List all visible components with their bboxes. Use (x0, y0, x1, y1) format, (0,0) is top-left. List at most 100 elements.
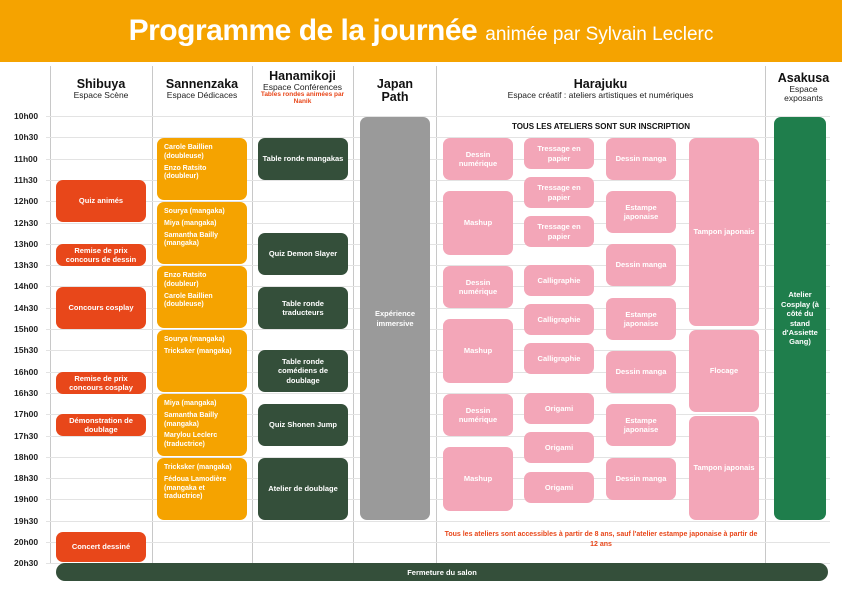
time-gridline (46, 329, 830, 330)
time-gridline (46, 371, 830, 373)
event-block: Remise de prix concours de dessin (56, 244, 146, 266)
conference-block: Table ronde mangakas (258, 138, 348, 180)
workshop-block: Tressage en papier (524, 138, 594, 169)
inscription-notice: TOUS LES ATELIERS SONT SUR INSCRIPTION (511, 122, 691, 131)
workshop-block: Dessin manga (606, 458, 676, 500)
conference-block: Quiz Demon Slayer (258, 233, 348, 275)
workshop-block: Dessin numérique (443, 394, 513, 436)
event-block: Concours cosplay (56, 287, 146, 329)
time-gridline (46, 456, 830, 458)
column-name: Hanamikoji (269, 69, 336, 83)
time-gridline (46, 179, 830, 181)
column-divider (353, 66, 354, 564)
signing-guest: Enzo Ratsito (doubleur) (164, 272, 207, 288)
signing-guest: Sourya (mangaka) (164, 208, 225, 215)
time-label: 16h00 (14, 366, 39, 377)
time-gridline (46, 435, 830, 437)
column-header-hanamikoji: Hanamikoji Espace Conférences Tables ron… (252, 69, 353, 106)
workshop-block: Mashup (443, 191, 513, 255)
time-label: 16h30 (14, 387, 39, 398)
time-gridline (46, 478, 830, 480)
workshop-block: Tressage en papier (524, 216, 594, 247)
event-block: Quiz animés (56, 180, 146, 222)
workshop-block: Estampe japonaise (606, 298, 676, 340)
workshop-block: Origami (524, 393, 594, 424)
workshop-block: Calligraphie (524, 304, 594, 335)
time-label: 18h00 (14, 451, 39, 462)
workshop-block: Origami (524, 472, 594, 503)
column-header-harajuku: Harajuku Espace créatif : ateliers artis… (436, 77, 765, 101)
time-gridline (46, 307, 830, 309)
column-divider (436, 66, 437, 564)
signing-guest: Samantha Bailly (mangaka) (164, 231, 219, 248)
time-label: 10h00 (14, 111, 39, 121)
column-divider (252, 66, 253, 564)
column-header-sannenzaka: Sannenzaka Espace Dédicaces (152, 77, 252, 101)
time-gridline (46, 116, 830, 117)
workshop-block: Dessin manga (606, 351, 676, 393)
time-label: 13h00 (14, 238, 39, 249)
time-gridline (46, 542, 830, 543)
time-gridline (46, 414, 830, 416)
time-gridline (46, 243, 830, 245)
time-gridline (46, 158, 830, 160)
signing-guest: Samantha Bailly (mangaka) (164, 411, 219, 428)
column-header-asakusa: Asakusa Espace exposants (765, 71, 842, 103)
immersive-experience-block: Expérience immersive (360, 117, 430, 520)
time-label: 15h30 (14, 345, 39, 356)
column-subtitle: Espace Scène (73, 90, 129, 101)
time-label: 14h00 (14, 281, 39, 292)
age-notice: Tous les ateliers sont accessibles à par… (444, 531, 758, 548)
time-gridline (46, 499, 830, 501)
signing-guest: Carole Baillien (doubleuse) (164, 292, 213, 309)
column-note: Tables rondes animées par Nanik (260, 91, 345, 105)
signing-session: Miya (mangaka) Samantha Bailly (mangaka)… (157, 394, 247, 456)
signing-session: Tricksker (mangaka) Fédoua Lamodière (ma… (157, 458, 247, 520)
signing-guest: Tricksker (mangaka) (164, 464, 232, 471)
closing-bar: Fermeture du salon (56, 563, 828, 581)
page-subtitle: animée par Sylvain Leclerc (485, 24, 714, 45)
workshop-block: Tressage en papier (524, 177, 594, 208)
conference-block: Table ronde comédiens de doublage (258, 350, 348, 392)
column-name: Asakusa (777, 71, 830, 85)
column-divider (765, 66, 766, 564)
workshop-block: Flocage (689, 330, 759, 412)
column-subtitle: Espace créatif : ateliers artistiques et… (507, 90, 694, 101)
time-gridline (46, 265, 830, 267)
conference-block: Atelier de doublage (258, 458, 348, 520)
time-label: 19h30 (14, 515, 39, 526)
time-gridline (46, 137, 830, 139)
workshop-block: Tampon japonais (689, 416, 759, 520)
workshop-block: Mashup (443, 319, 513, 383)
column-header-japan-path: Japan Path (372, 77, 418, 105)
time-label: 17h30 (14, 430, 39, 441)
time-label: 12h30 (14, 217, 39, 228)
time-gridline (46, 392, 830, 394)
time-label: 20h00 (14, 537, 39, 547)
column-subtitle: Espace Conférences (263, 82, 342, 93)
event-block: Démonstration de doublage (56, 414, 146, 436)
conference-block: Quiz Shonen Jump (258, 404, 348, 446)
column-header-shibuya: Shibuya Espace Scène (50, 77, 152, 101)
signing-session: Carole Baillien (doubleuse) Enzo Ratsito… (157, 138, 247, 200)
column-name: Sannenzaka (165, 77, 239, 91)
time-label: 14h30 (14, 302, 39, 313)
time-gridline (46, 201, 830, 203)
workshop-block: Dessin numérique (443, 266, 513, 308)
workshop-block: Dessin manga (606, 138, 676, 180)
event-block: Concert dessiné (56, 532, 146, 562)
workshop-block: Dessin numérique (443, 138, 513, 180)
time-label: 11h30 (14, 174, 38, 185)
signing-guest: Miya (mangaka) (164, 219, 217, 227)
title-banner: Programme de la journée animée par Sylva… (0, 0, 842, 62)
signing-session: Sourya (mangaka) Miya (mangaka) Samantha… (157, 202, 247, 264)
time-label: 10h30 (14, 132, 39, 143)
column-subtitle: Espace Dédicaces (166, 90, 238, 101)
signing-guest: Sourya (mangaka) (164, 336, 225, 343)
time-label: 11h00 (14, 153, 38, 164)
signing-guest: Carole Baillien (doubleuse) (164, 144, 213, 160)
signing-guest: Fédoua Lamodière (mangaka et traductrice… (164, 475, 227, 501)
column-name: Japan Path (376, 77, 414, 105)
signing-guest: Miya (mangaka) (164, 400, 217, 407)
cosplay-workshop-block: Atelier Cosplay (à côté du stand d'Assie… (774, 117, 826, 520)
